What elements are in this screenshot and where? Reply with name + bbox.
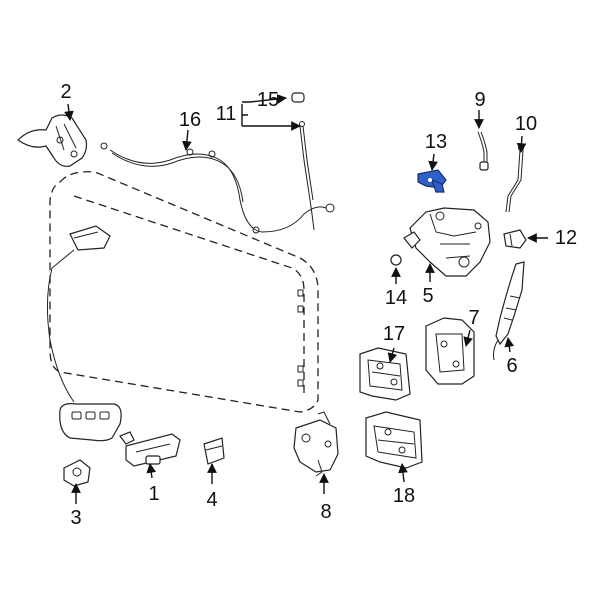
part-7-bracket xyxy=(425,317,475,385)
callout-12: 12 xyxy=(555,227,577,249)
part-16-cable xyxy=(109,148,335,234)
callout-8: 8 xyxy=(320,501,331,523)
part-4-actuator xyxy=(203,437,225,465)
part-13-clip-highlighted xyxy=(417,169,447,193)
part-9-rod xyxy=(477,131,489,171)
callout-6: 6 xyxy=(506,355,517,377)
part-18-hinge xyxy=(365,411,423,469)
callout-15: 15 xyxy=(257,89,279,111)
part-12-connector xyxy=(503,229,527,249)
callout-2: 2 xyxy=(60,81,71,103)
callout-16: 16 xyxy=(179,109,201,131)
part-11-rod xyxy=(299,121,315,231)
callout-13: 13 xyxy=(425,131,447,153)
callout-14: 14 xyxy=(385,287,407,309)
callout-11: 11 xyxy=(216,103,237,125)
callout-17: 17 xyxy=(383,323,405,345)
switch-panel xyxy=(46,249,122,442)
part-17-hinge xyxy=(359,347,411,401)
part-10-rod xyxy=(505,145,524,213)
callout-18: 18 xyxy=(393,485,415,507)
callout-9: 9 xyxy=(474,89,485,111)
callout-5: 5 xyxy=(422,285,433,307)
door-shell xyxy=(49,171,319,413)
part-14-grommet xyxy=(390,254,402,266)
part-5-latch xyxy=(403,207,491,277)
leader-lines xyxy=(64,94,548,504)
part-3-lock-cylinder xyxy=(63,459,91,487)
part-8-check xyxy=(293,411,339,477)
part-1-outer-handle xyxy=(119,431,181,467)
callout-7: 7 xyxy=(468,307,479,329)
callout-4: 4 xyxy=(206,489,217,511)
part-2-bracket xyxy=(17,114,108,167)
callout-10: 10 xyxy=(515,113,537,135)
inner-handle-pocket xyxy=(69,225,111,251)
part-15-clip xyxy=(291,92,305,103)
part-6-cable xyxy=(493,261,525,361)
callout-labels: 1 2 3 4 5 6 7 8 9 10 11 12 13 14 15 16 1… xyxy=(60,81,577,529)
callout-3: 3 xyxy=(70,507,81,529)
callout-1: 1 xyxy=(148,483,159,505)
